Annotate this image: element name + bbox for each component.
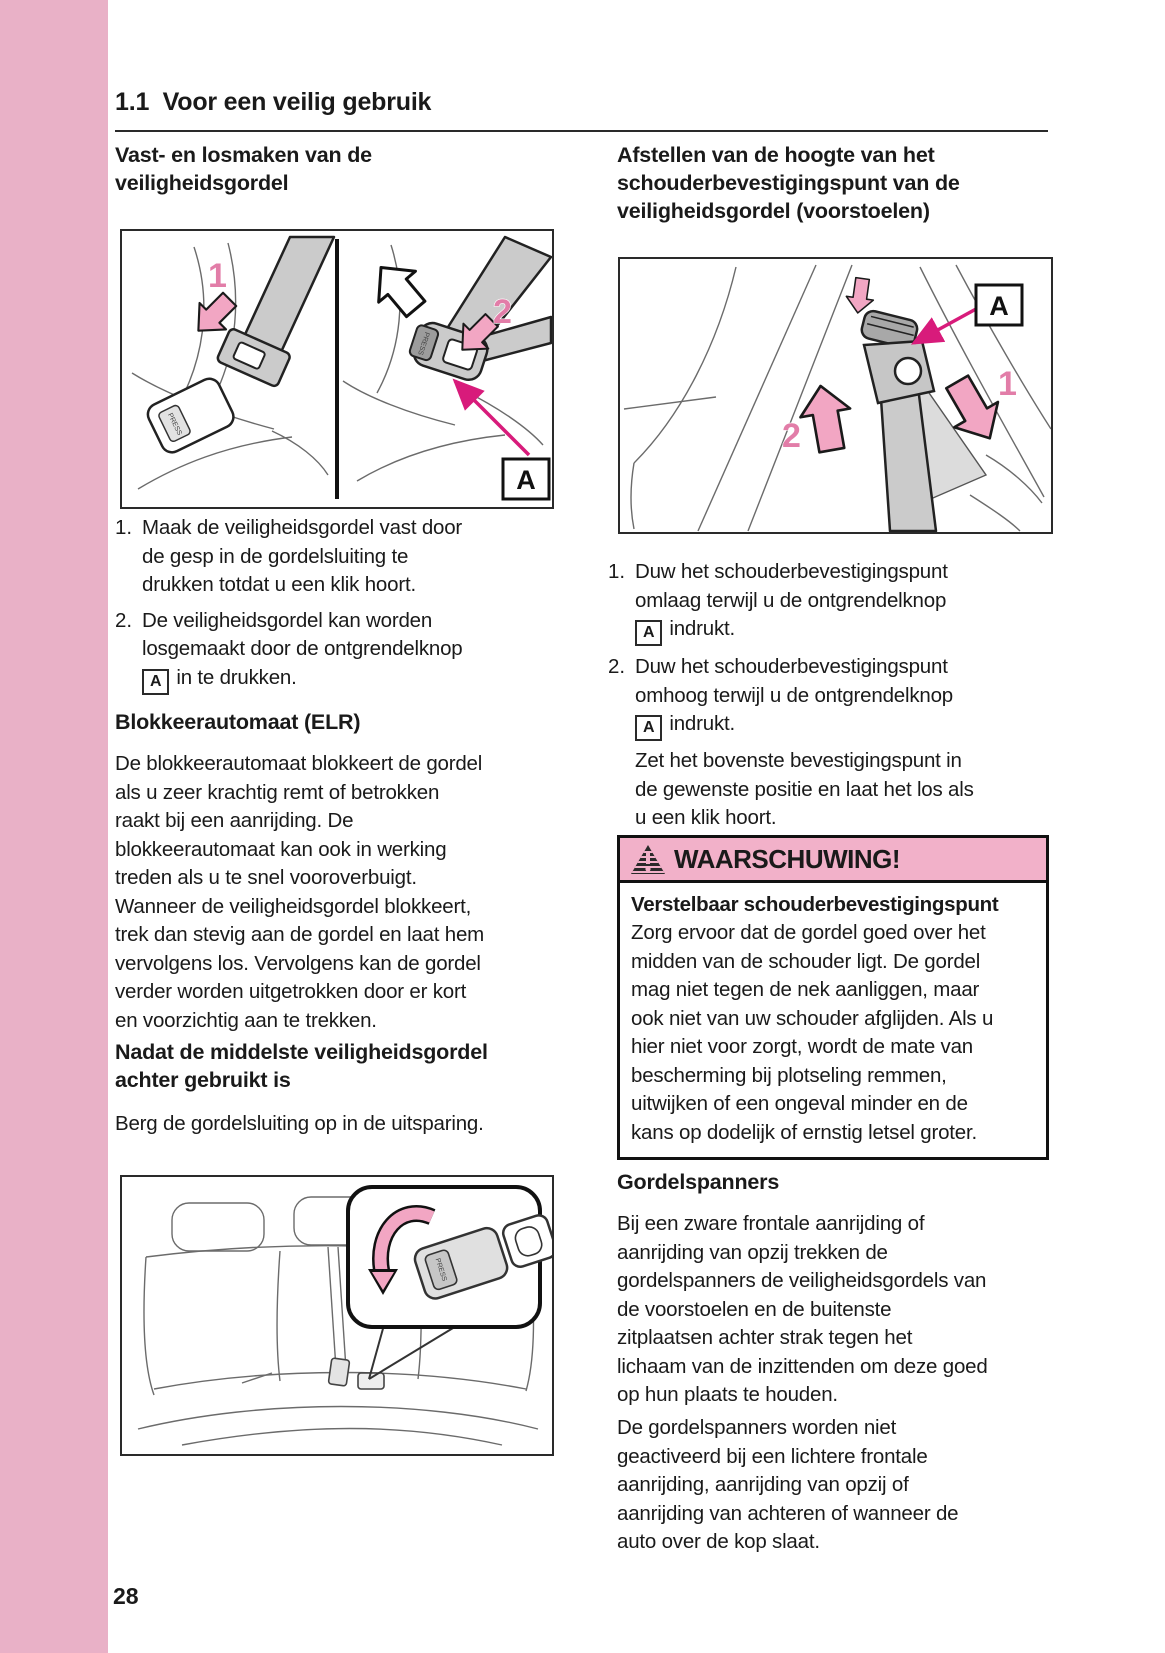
warning-subheading: Verstelbaar schouderbevestigingspunt xyxy=(631,893,999,916)
center-belt-paragraph: Berg de gordelsluiting op in de uitspari… xyxy=(115,1112,484,1135)
section-header: 1.1 Voor een veilig gebruik xyxy=(115,88,432,116)
press-down-arrow xyxy=(845,276,875,314)
heading-shoulder-anchor: Afstellen van de hoogte van het schouder… xyxy=(617,143,960,223)
list-item: 2. Duw het schouderbevestigingspunt omho… xyxy=(608,653,1058,741)
belt-tongue xyxy=(216,328,291,388)
panel-fasten: PRESS 1 xyxy=(131,235,336,490)
callout-a-label: A xyxy=(989,291,1009,321)
shoulder-anchor-illustration: 2 1 A xyxy=(623,264,1052,533)
callout-a-box xyxy=(501,457,551,501)
buckle-in-callout: PRESS xyxy=(413,1214,558,1300)
heading-pretensioners: Gordelspanners xyxy=(617,1170,780,1194)
figure-shoulder-anchor: 2 1 A xyxy=(618,257,1053,534)
fasten-steps-list: 1. Maak de veiligheidsgordel vast door d… xyxy=(115,514,563,702)
step-1-arrow xyxy=(197,291,238,332)
list-item: 1. Maak de veiligheidsgordel vast door d… xyxy=(115,516,463,596)
seatbelt-buckle-illustration: PRESS 1 PRESS xyxy=(131,235,553,501)
stored-buckle xyxy=(327,1357,385,1390)
callout-a-box xyxy=(974,283,1024,327)
step-1-label: 1 xyxy=(208,257,227,295)
pillar-lines xyxy=(623,264,1052,532)
callout-line xyxy=(368,1324,385,1380)
warning-box: WAARSCHUWING! Verstelbaar schouderbevest… xyxy=(617,835,1049,1160)
rotate-arrow xyxy=(368,1205,436,1295)
warning-body: Verstelbaar schouderbevestigingspunt Zor… xyxy=(620,883,1046,1157)
warning-paragraph: Zorg ervoor dat de gordel goed over het … xyxy=(631,921,994,1144)
callout-pointer xyxy=(452,378,531,457)
inline-a-keybox: A xyxy=(142,668,170,695)
list-item: 2. De veiligheidsgordel kan worden losge… xyxy=(115,607,563,695)
inline-a-keybox: A xyxy=(635,715,663,741)
panel-release: PRESS 2 A xyxy=(342,235,553,501)
callout-a-label: A xyxy=(516,465,536,495)
rear-seat-illustration: PRESS xyxy=(137,1185,558,1446)
figure-rear-seat-buckle-storage: PRESS xyxy=(120,1175,558,1456)
callout-bubble: PRESS xyxy=(346,1185,558,1329)
step-2-label: 2 xyxy=(782,417,801,455)
warning-header: WAARSCHUWING! xyxy=(620,838,1046,883)
list-item-continuation: Zet het bovenste bevestigingspunt in de … xyxy=(635,749,974,829)
page-number: 28 xyxy=(113,1583,139,1609)
pull-direction-arrow xyxy=(377,266,427,319)
inline-a-keybox: A xyxy=(635,620,663,646)
heading-elr: Blokkeerautomaat (ELR) xyxy=(115,710,361,734)
callout-line xyxy=(368,1324,459,1380)
step-1-label: 1 xyxy=(998,365,1017,403)
figure-seatbelt-buckle: PRESS 1 PRESS xyxy=(120,229,554,509)
list-item: 1. Duw het schouderbevestigingspunt omla… xyxy=(608,558,1058,646)
step-2-arrow xyxy=(799,384,852,454)
shoulder-anchor xyxy=(860,309,936,405)
step-2-arrow xyxy=(461,313,499,351)
buckle: PRESS xyxy=(146,377,235,454)
sidebar-accent-bar xyxy=(0,0,108,1653)
elr-paragraph: De blokkeerautomaat blokkeert de gordel … xyxy=(115,752,485,1032)
header-rule xyxy=(115,130,1048,132)
callout-pointer xyxy=(910,307,977,345)
pretensioners-paragraph-2: De gordelspanners worden niet geactiveer… xyxy=(617,1416,959,1553)
pretensioners-paragraph-1: Bij een zware frontale aanrijding of aan… xyxy=(617,1212,988,1406)
buckle-engaged: PRESS xyxy=(408,321,489,382)
step-2-label: 2 xyxy=(493,293,512,331)
warning-title: WAARSCHUWING! xyxy=(674,843,901,874)
heading-center-belt: Nadat de middelste veiligheidsgordel ach… xyxy=(115,1040,488,1092)
warning-triangle-icon xyxy=(631,844,665,874)
adjust-steps-list: 1. Duw het schouderbevestigingspunt omla… xyxy=(608,558,1058,833)
step-1-arrow xyxy=(944,374,1000,440)
heading-fasten-unfasten: Vast- en losmaken van de veiligheidsgord… xyxy=(115,143,372,195)
